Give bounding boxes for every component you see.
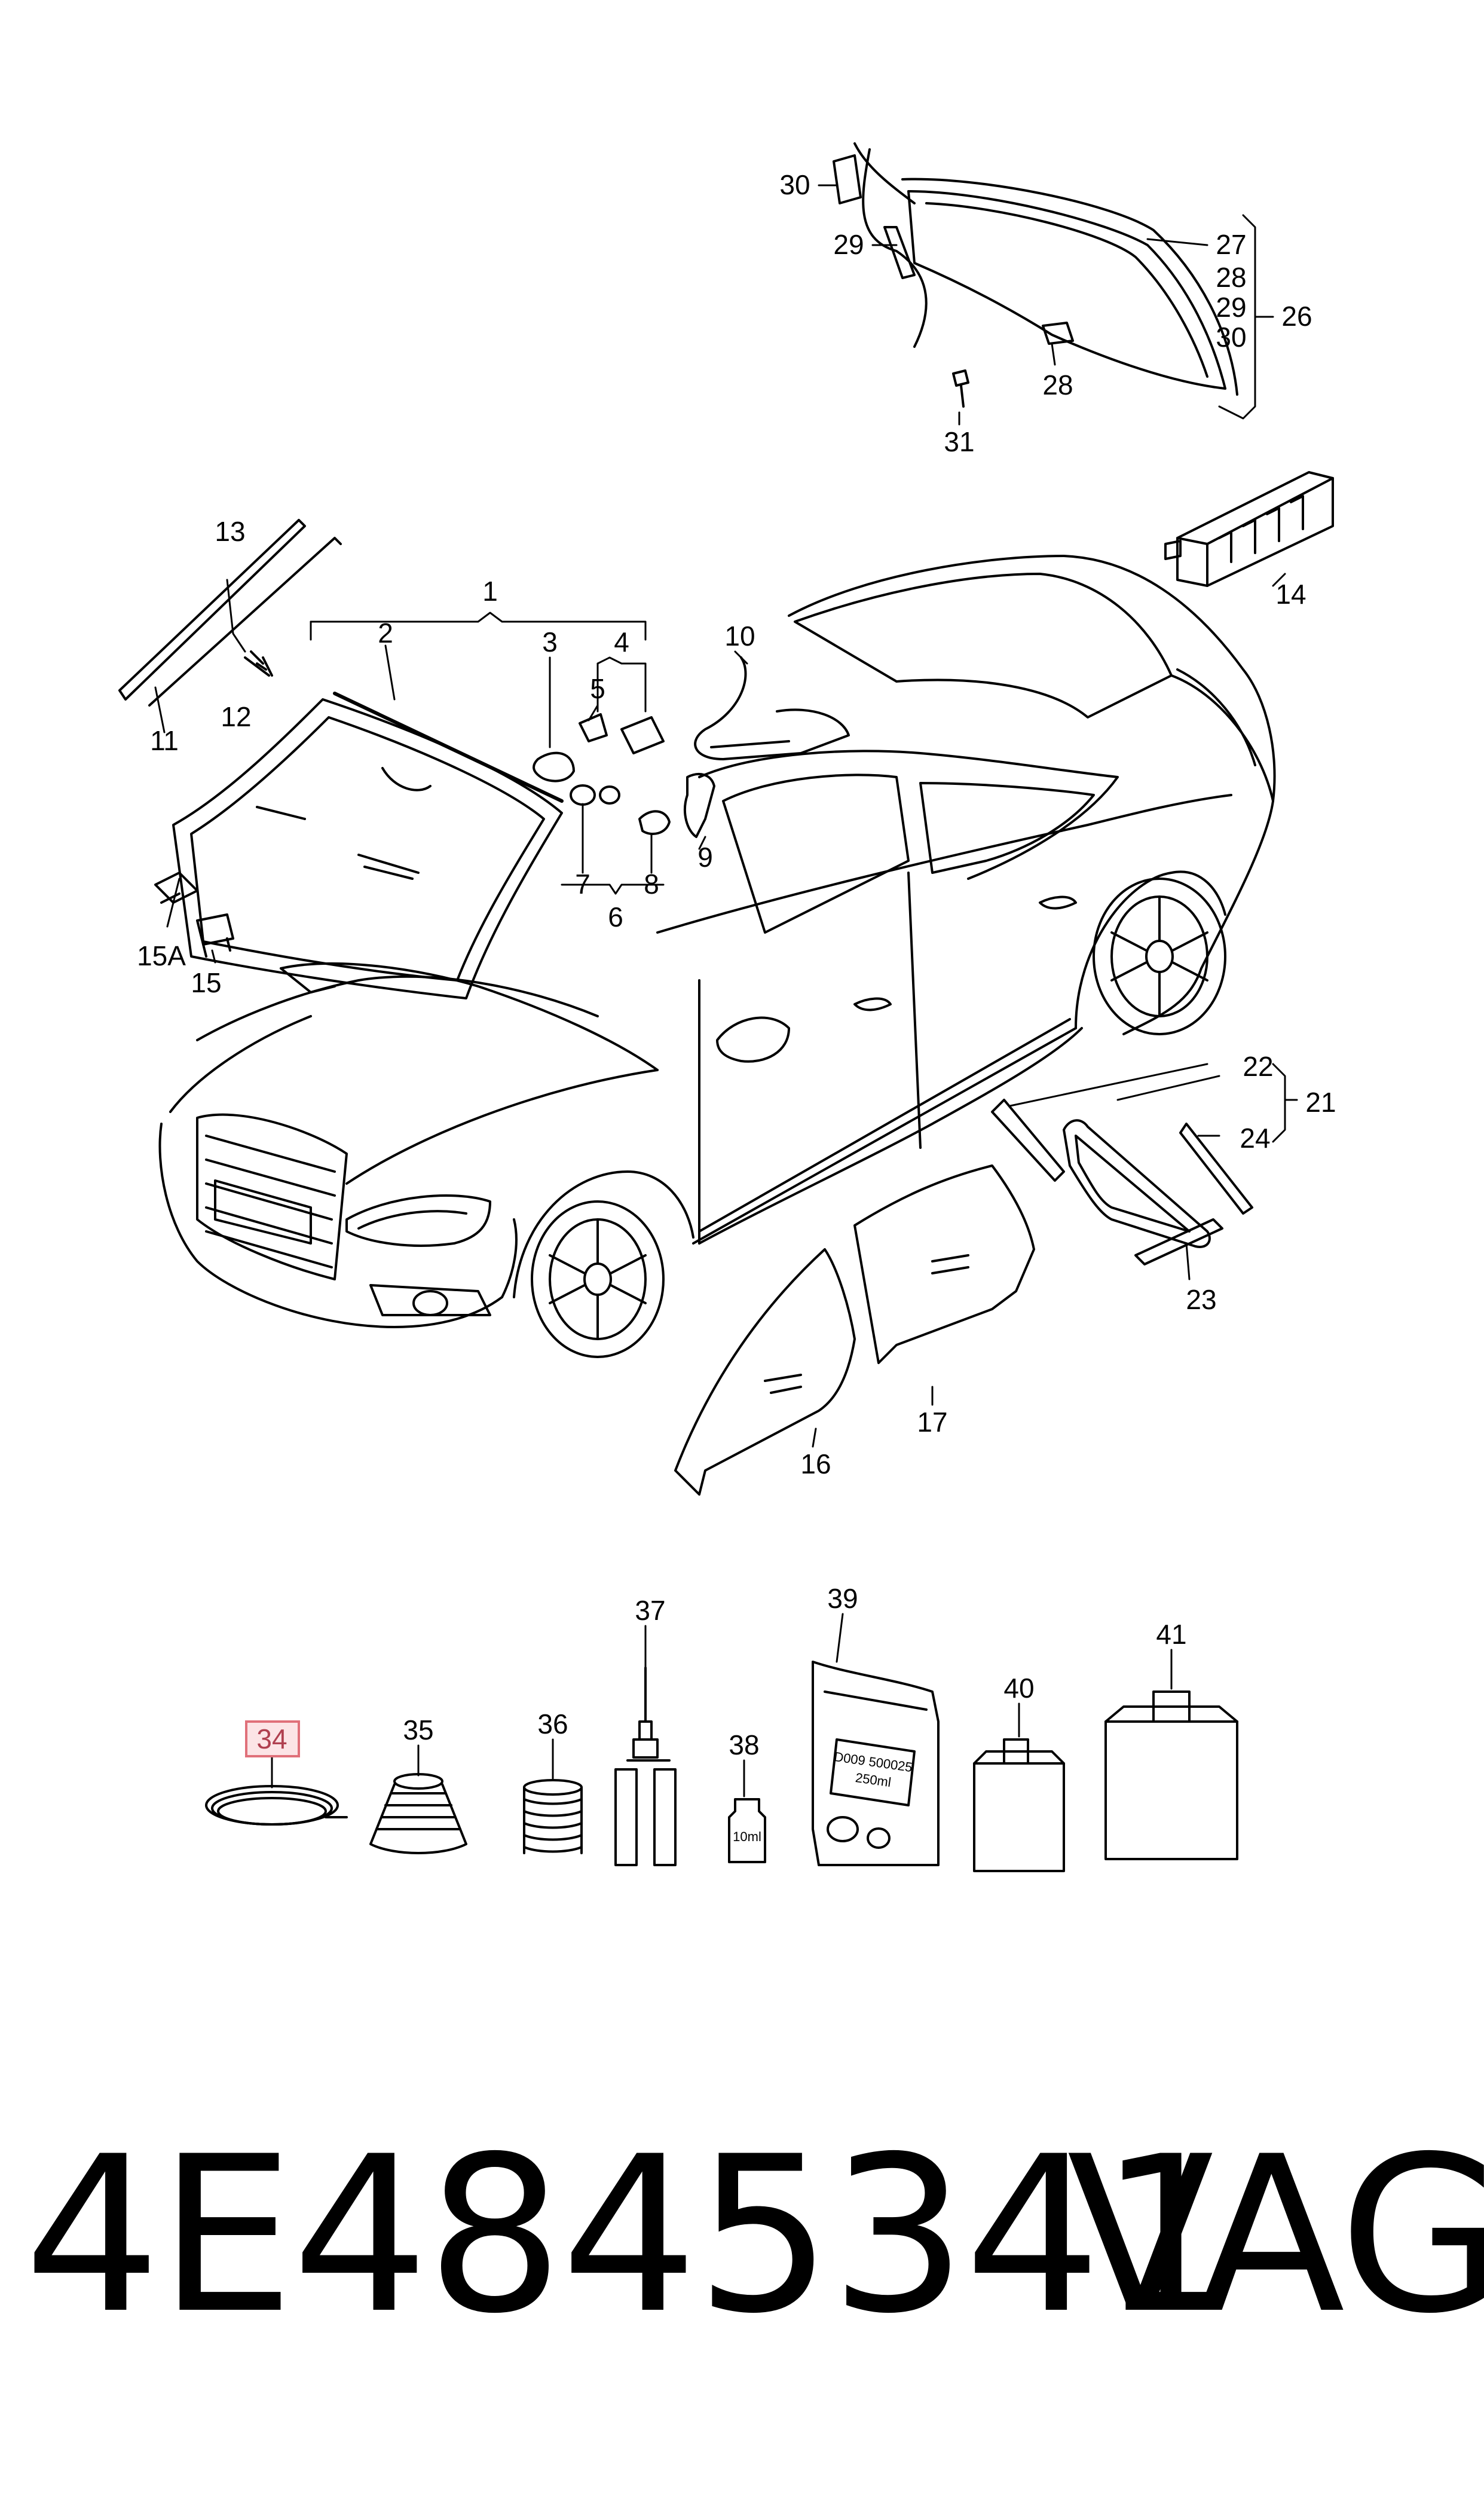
brand-name: VAG <box>1067 2110 1484 2361</box>
callout-36: 36 <box>537 1708 568 1740</box>
callout-6: 6 <box>608 901 623 933</box>
callout-10: 10 <box>724 620 755 652</box>
callout-29a: 29 <box>1216 292 1246 323</box>
callout-39: 39 <box>827 1583 858 1614</box>
callout-7: 7 <box>575 869 590 900</box>
callout-11: 11 <box>150 725 179 756</box>
door-windows-drawing <box>674 1164 1035 1496</box>
callout-2: 2 <box>378 617 393 649</box>
callout-15a: 15A <box>137 940 186 971</box>
callout-40: 40 <box>1003 1673 1034 1704</box>
leader-lines <box>154 184 1298 1797</box>
callout-23: 23 <box>1186 1284 1216 1315</box>
callout-31: 31 <box>944 426 974 457</box>
highlight-box-34 <box>245 1720 300 1757</box>
callout-28a: 28 <box>1216 262 1246 293</box>
quarter-glass-drawing <box>991 1099 1253 1265</box>
callout-22: 22 <box>1243 1051 1273 1082</box>
callout-12: 12 <box>221 701 251 732</box>
callout-35: 35 <box>403 1714 433 1745</box>
bag-label-line1: D009 500025 <box>833 1749 913 1775</box>
callout-13: 13 <box>215 516 245 547</box>
windshield-drawing <box>172 692 564 999</box>
control-module-drawing <box>1164 471 1334 587</box>
callout-8: 8 <box>644 869 659 900</box>
callout-30a: 30 <box>1216 322 1246 353</box>
rear-window-drawing <box>833 142 1238 396</box>
mirror-drawing <box>683 656 850 838</box>
callout-27: 27 <box>1216 229 1246 260</box>
callout-34: 34 <box>256 1723 287 1754</box>
callout-14: 14 <box>1275 579 1306 610</box>
callout-37: 37 <box>635 1595 665 1626</box>
callout-4: 4 <box>614 626 629 658</box>
clips-drawing <box>154 322 1074 958</box>
callout-9: 9 <box>697 842 713 873</box>
callout-38: 38 <box>729 1729 759 1760</box>
callout-26: 26 <box>1281 301 1312 332</box>
trim-strips-drawing <box>118 519 342 707</box>
callout-30b: 30 <box>779 169 810 200</box>
callout-5: 5 <box>590 673 605 704</box>
callout-21: 21 <box>1305 1087 1336 1118</box>
callout-24: 24 <box>1240 1123 1270 1154</box>
supplies-drawing <box>205 1661 1238 1872</box>
part-number: 4E4845341 <box>24 2110 1236 2361</box>
callout-3: 3 <box>542 626 558 658</box>
callout-15: 15 <box>191 967 221 998</box>
car-body-drawing <box>158 555 1276 1358</box>
callout-41: 41 <box>1156 1619 1186 1650</box>
callout-29b: 29 <box>833 229 864 260</box>
callout-17: 17 <box>917 1407 947 1438</box>
bottle-label: 10ml <box>733 1829 761 1844</box>
callout-1: 1 <box>482 576 498 607</box>
callout-16: 16 <box>800 1448 831 1479</box>
bag-label-line2: 250ml <box>855 1770 892 1790</box>
callout-28b: 28 <box>1042 369 1073 401</box>
